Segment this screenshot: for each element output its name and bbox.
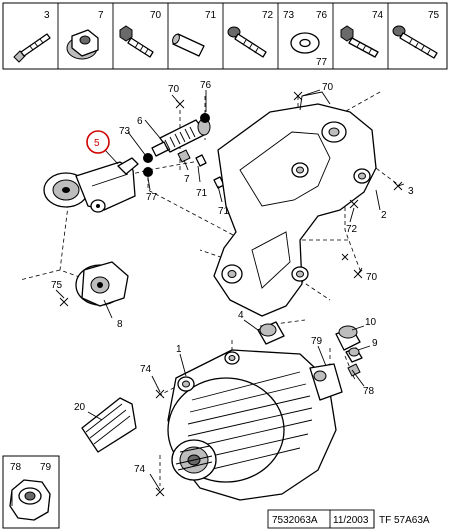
leader-lines [55,89,405,491]
header-part-number: 7 [98,10,104,21]
header-cell-3[interactable]: 3 [13,10,51,63]
callout-70[interactable]: 70 [168,84,180,95]
callout-73[interactable]: 73 [119,126,131,137]
callout-10[interactable]: 10 [365,317,377,328]
callout-72[interactable]: 72 [346,224,358,235]
header-part-number: 73 [283,10,295,21]
callout-75[interactable]: 75 [51,280,63,291]
header-cell-75[interactable]: 75 [392,10,440,59]
footer-reference: 7532063A 11/2003 TF 57A63A [267,509,430,529]
callout-7[interactable]: 7 [184,174,190,185]
callout-number: 5 [94,138,100,149]
inset-part-number: 78 [10,462,22,473]
header-part-number-extra: 76 [316,10,328,21]
header-cell-70[interactable]: 70 [119,10,162,58]
callout-71[interactable]: 71 [196,188,208,199]
callout-1[interactable]: 1 [176,344,182,355]
header-cell-71[interactable]: 71 [171,10,217,57]
callout-70[interactable]: 70 [322,82,334,93]
callout-79[interactable]: 79 [311,336,323,347]
header-cell-72[interactable]: 72 [227,10,274,58]
flange-nut-icon [66,29,99,60]
callout-6[interactable]: 6 [137,116,143,127]
highlighted-callout-5[interactable]: 5 [86,130,110,154]
header-cell-7[interactable]: 7 [66,10,104,60]
header-part-number: 74 [372,10,384,21]
callout-77[interactable]: 77 [146,192,158,203]
idler-pulley[interactable] [75,261,129,307]
callout-78[interactable]: 78 [363,386,375,397]
alternator-bracket[interactable] [213,91,377,317]
header-cell-73[interactable]: 73 76 77 [283,10,328,68]
tensioner-spring[interactable] [151,118,211,157]
header-part-number: 72 [262,10,274,21]
exploded-view: 5 73 6 70 76 70 7 71 71 77 3 2 72 70 75 … [19,80,414,501]
header-part-number: 75 [428,10,440,21]
hex-nut-icon [9,479,51,521]
nut-7[interactable] [177,149,191,163]
drive-belt[interactable] [81,397,137,453]
header-part-number: 70 [150,10,162,21]
callout-8[interactable]: 8 [117,319,123,330]
callout-3[interactable]: 3 [408,186,414,197]
callout-9[interactable]: 9 [372,338,378,349]
bush-77[interactable] [143,167,153,177]
callout-74[interactable]: 74 [134,464,146,475]
callout-71[interactable]: 71 [218,206,230,217]
header-cell-74[interactable]: 74 [340,10,384,58]
belt-tensioner-assembly[interactable] [43,157,139,213]
alternator[interactable] [167,349,343,501]
alternator-bush[interactable] [257,321,285,345]
nut-inset-box[interactable]: 78 79 [2,455,60,529]
dowel-pin-icon [172,33,205,57]
header-part-number-extra: 77 [316,57,328,68]
flange-bolt-icon [119,25,154,58]
bolt-icon [13,33,51,63]
callout-74[interactable]: 74 [140,364,152,375]
drawing-code: TF 57A63A [379,515,430,526]
flange-bolt-long-icon [340,25,379,58]
callout-70[interactable]: 70 [366,272,378,283]
callout-2[interactable]: 2 [381,210,387,221]
bush-76[interactable] [200,113,210,123]
callout-4[interactable]: 4 [238,310,244,321]
washer-icon [290,32,320,54]
callout-20[interactable]: 20 [74,402,86,413]
callout-labels: 73 6 70 76 70 7 71 71 77 3 2 72 70 75 8 … [51,80,414,475]
header-part-number: 3 [44,10,50,21]
drawing-reference: 7532063A [272,515,318,526]
inset-part-number: 79 [40,462,52,473]
callout-76[interactable]: 76 [200,80,212,91]
drawing-date: 11/2003 [333,515,369,526]
pin-71-a[interactable] [195,154,207,167]
fastener-header: 3 7 70 71 [2,2,448,70]
socket-screw-icon [227,26,267,58]
header-part-number: 71 [205,10,217,21]
socket-bolt-icon [392,25,438,59]
